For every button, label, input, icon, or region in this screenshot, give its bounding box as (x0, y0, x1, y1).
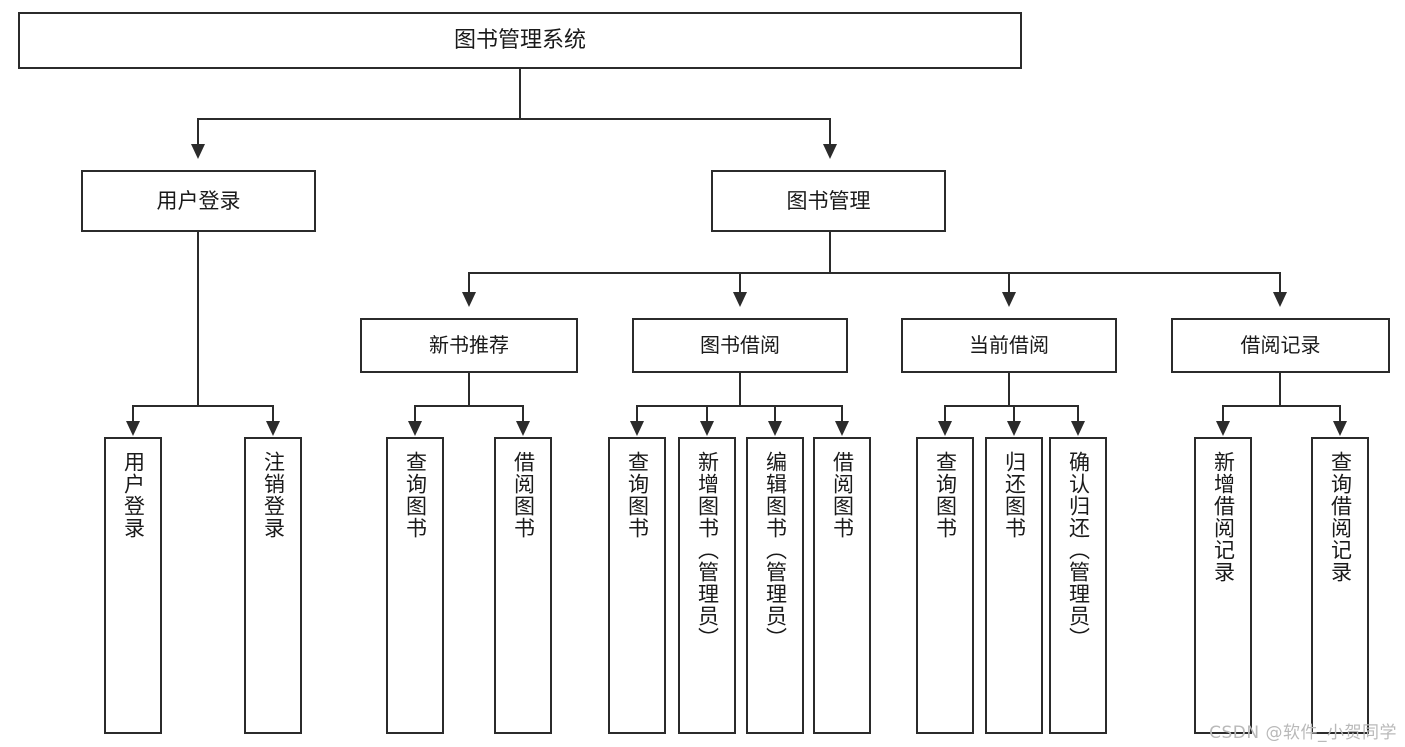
leaf-new-book-recommend-query-book[interactable]: 查询图书 (386, 437, 444, 734)
arrowhead-br-leaf-2 (1333, 421, 1347, 436)
connector-new-book-recommend-stem (468, 373, 470, 406)
connector-to-book-borrow (739, 272, 741, 294)
connector-nbr-drop-1 (414, 405, 416, 423)
connector-br-drop-2 (1339, 405, 1341, 423)
connector-cb-drop-3 (1077, 405, 1079, 423)
leaf-book-borrow-borrow-book[interactable]: 借阅图书 (813, 437, 871, 734)
arrowhead-bb-leaf-4 (835, 421, 849, 436)
connector-to-user-login (197, 118, 199, 146)
arrowhead-br-leaf-1 (1216, 421, 1230, 436)
node-label: 图书借阅 (700, 332, 780, 357)
node-label: 图书管理 (786, 188, 871, 213)
connector-user-login-stem (197, 232, 199, 406)
arrowhead-to-book-management (823, 144, 837, 159)
node-label: 图书管理系统 (453, 27, 586, 53)
leaf-label: 用户登录 (121, 451, 146, 539)
connector-bb-drop-1 (636, 405, 638, 423)
connector-current-borrow-bus (944, 405, 1079, 407)
connector-book-borrow-stem (739, 373, 741, 406)
arrowhead-to-borrow-record (1273, 292, 1287, 307)
arrowhead-cb-leaf-3 (1071, 421, 1085, 436)
arrowhead-to-new-book-recommend (462, 292, 476, 307)
leaf-current-borrow-confirm-return-admin[interactable]: 确认归还（管理员） (1049, 437, 1107, 734)
connector-user-login-bus (132, 405, 274, 407)
leaf-current-borrow-query-book[interactable]: 查询图书 (916, 437, 974, 734)
connector-nbr-drop-2 (522, 405, 524, 423)
leaf-book-borrow-edit-book-admin[interactable]: 编辑图书（管理员） (746, 437, 804, 734)
connector-to-book-management (829, 118, 831, 146)
arrowhead-nbr-leaf-1 (408, 421, 422, 436)
node-book-borrow[interactable]: 图书借阅 (632, 318, 848, 373)
node-label: 当前借阅 (969, 332, 1049, 357)
connector-book-management-stem (829, 232, 831, 273)
connector-borrow-record-bus (1222, 405, 1340, 407)
node-borrow-record[interactable]: 借阅记录 (1171, 318, 1390, 373)
connector-to-borrow-record (1279, 272, 1281, 294)
node-book-management[interactable]: 图书管理 (711, 170, 946, 232)
leaf-label: 查询图书 (625, 451, 650, 539)
leaf-label: 借阅图书 (830, 451, 855, 539)
arrowhead-bb-leaf-3 (768, 421, 782, 436)
arrowhead-to-current-borrow (1002, 292, 1016, 307)
connector-user-login-drop-1 (132, 405, 134, 423)
arrowhead-user-login-leaf-2 (266, 421, 280, 436)
node-root-book-management-system[interactable]: 图书管理系统 (18, 12, 1022, 69)
leaf-label: 借阅图书 (511, 451, 536, 539)
arrowhead-cb-leaf-1 (938, 421, 952, 436)
connector-to-new-book-recommend (468, 272, 470, 294)
connector-bb-drop-3 (774, 405, 776, 423)
arrowhead-bb-leaf-2 (700, 421, 714, 436)
node-new-book-recommend[interactable]: 新书推荐 (360, 318, 578, 373)
leaf-label: 查询图书 (933, 451, 958, 539)
leaf-label: 查询借阅记录 (1328, 451, 1353, 583)
leaf-label: 确认归还（管理员） (1066, 451, 1091, 649)
leaf-label: 注销登录 (261, 451, 286, 539)
arrowhead-cb-leaf-2 (1007, 421, 1021, 436)
leaf-label: 归还图书 (1002, 451, 1027, 539)
leaf-current-borrow-return-book[interactable]: 归还图书 (985, 437, 1043, 734)
node-label: 借阅记录 (1240, 332, 1321, 357)
leaf-label: 新增图书（管理员） (695, 451, 720, 649)
connector-bb-drop-4 (841, 405, 843, 423)
connector-to-current-borrow (1008, 272, 1010, 294)
leaf-user-login-user-login[interactable]: 用户登录 (104, 437, 162, 734)
connector-book-borrow-bus (636, 405, 842, 407)
connector-borrow-record-stem (1279, 373, 1281, 406)
node-label: 新书推荐 (429, 332, 509, 357)
arrowhead-to-book-borrow (733, 292, 747, 307)
leaf-book-borrow-add-book-admin[interactable]: 新增图书（管理员） (678, 437, 736, 734)
arrowhead-nbr-leaf-2 (516, 421, 530, 436)
node-current-borrow[interactable]: 当前借阅 (901, 318, 1117, 373)
connector-current-borrow-stem (1008, 373, 1010, 406)
connector-cb-drop-1 (944, 405, 946, 423)
connector-new-book-recommend-bus (414, 405, 524, 407)
leaf-label: 编辑图书（管理员） (763, 451, 788, 649)
connector-level2-bus (197, 118, 831, 120)
arrowhead-bb-leaf-1 (630, 421, 644, 436)
connector-cb-drop-2 (1013, 405, 1015, 423)
leaf-book-borrow-query-book[interactable]: 查询图书 (608, 437, 666, 734)
leaf-label: 查询图书 (403, 451, 428, 539)
connector-bb-drop-2 (706, 405, 708, 423)
connector-root-stem (519, 69, 521, 119)
arrowhead-user-login-leaf-1 (126, 421, 140, 436)
node-label: 用户登录 (156, 188, 241, 213)
leaf-label: 新增借阅记录 (1211, 451, 1236, 583)
node-user-login[interactable]: 用户登录 (81, 170, 316, 232)
arrowhead-to-user-login (191, 144, 205, 159)
leaf-borrow-record-add-record[interactable]: 新增借阅记录 (1194, 437, 1252, 734)
leaf-new-book-recommend-borrow-book[interactable]: 借阅图书 (494, 437, 552, 734)
connector-br-drop-1 (1222, 405, 1224, 423)
connector-user-login-drop-2 (272, 405, 274, 423)
leaf-user-login-logout[interactable]: 注销登录 (244, 437, 302, 734)
connector-level3-bus (468, 272, 1280, 274)
leaf-borrow-record-query-record[interactable]: 查询借阅记录 (1311, 437, 1369, 734)
